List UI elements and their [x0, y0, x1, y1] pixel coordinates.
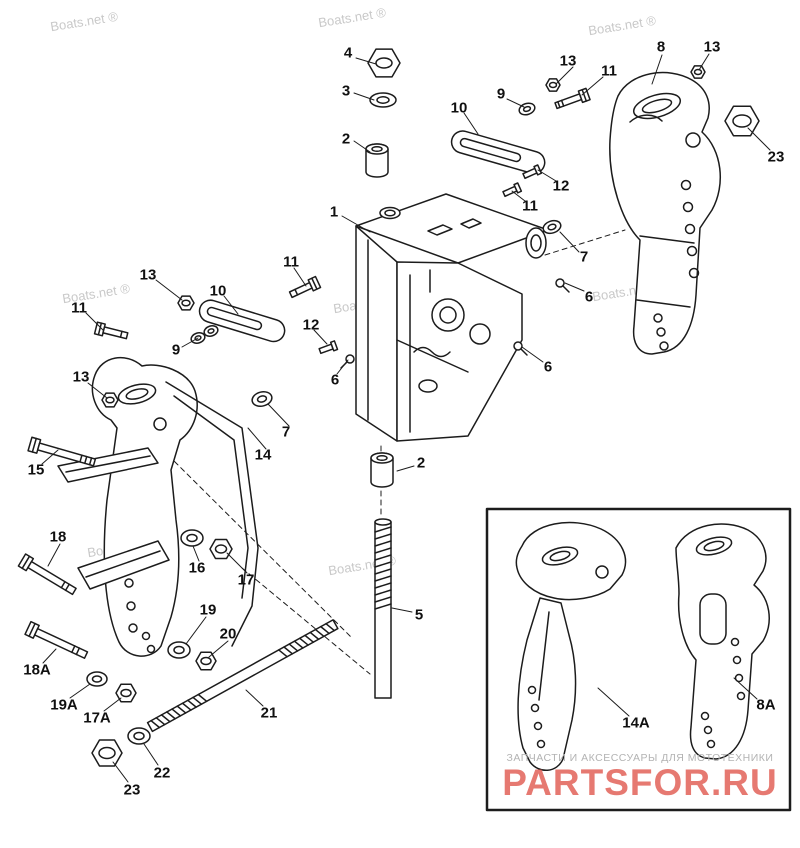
- part-callout-8A: 8A: [756, 696, 776, 714]
- left-transom-bracket: [57, 356, 259, 657]
- central-bracket: [355, 193, 549, 442]
- right-transom-bracket: [609, 71, 722, 355]
- part-callout-17A: 17A: [83, 709, 111, 727]
- bolt-18: [17, 553, 77, 596]
- partsfor-logo: PARTSFOR.RU: [502, 762, 778, 803]
- part-callout-5: 5: [414, 606, 424, 624]
- part-callout-8: 8: [656, 38, 666, 56]
- part-callout-11: 11: [601, 62, 617, 80]
- part-callout-13: 13: [703, 38, 721, 56]
- part-callout-14A: 14A: [622, 714, 650, 732]
- part-callout-13: 13: [139, 266, 157, 284]
- screw-12: [318, 340, 339, 355]
- washer-19A: [86, 671, 108, 687]
- threaded-rod-5: [374, 518, 392, 699]
- bolt-11: [288, 275, 322, 299]
- part-callout-3: 3: [341, 82, 351, 100]
- part-callout-14: 14: [254, 446, 272, 464]
- part-callout-23: 23: [123, 781, 141, 799]
- link-plate-10: [198, 299, 286, 343]
- part-callout-22: 22: [153, 764, 171, 782]
- bolt-15: [27, 436, 97, 467]
- part-callout-12: 12: [552, 177, 570, 195]
- bottom-hardware: [17, 436, 394, 767]
- part-callout-10: 10: [450, 99, 468, 117]
- threaded-stud-21: [146, 619, 339, 733]
- bolt-11: [93, 321, 129, 340]
- bolt-11: [554, 87, 591, 110]
- screw-11: [502, 182, 523, 198]
- part-callout-17: 17: [237, 571, 255, 589]
- washer-9: [518, 102, 536, 116]
- fitting-6: [555, 278, 565, 288]
- washer-9: [203, 325, 219, 337]
- part-callout-2: 2: [416, 454, 426, 472]
- washer-3: [369, 92, 397, 108]
- washer-22: [127, 727, 151, 745]
- inset-right-bracket-8A: [675, 523, 770, 760]
- leader-lines: [41, 53, 771, 783]
- washer-7: [542, 219, 562, 235]
- inset-detail: [485, 507, 792, 812]
- part-callout-18A: 18A: [23, 661, 51, 679]
- part-callout-6: 6: [543, 358, 553, 376]
- part-callout-7: 7: [281, 423, 291, 441]
- washer-16: [180, 529, 204, 547]
- part-callout-9: 9: [171, 341, 181, 359]
- part-callout-11: 11: [283, 253, 299, 271]
- part-callout-19A: 19A: [50, 696, 78, 714]
- hex-nut-13: [545, 78, 561, 92]
- part-callout-16: 16: [188, 559, 206, 577]
- hex-nut-20: [195, 651, 217, 671]
- part-callout-7: 7: [579, 248, 589, 266]
- part-callout-19: 19: [199, 601, 217, 619]
- fitting-6: [513, 341, 523, 351]
- part-callout-12: 12: [302, 316, 320, 334]
- part-callout-4: 4: [343, 44, 353, 62]
- fitting-6: [345, 354, 355, 364]
- hex-nut-13: [690, 65, 706, 79]
- part-callout-13: 13: [559, 52, 577, 70]
- part-callout-11: 11: [522, 197, 538, 215]
- hex-nut-4: [367, 48, 401, 78]
- part-callout-2: 2: [341, 130, 351, 148]
- part-callout-11: 11: [71, 299, 87, 317]
- part-callout-6: 6: [584, 288, 594, 306]
- part-callout-9: 9: [496, 85, 506, 103]
- upper-right-hardware: [450, 65, 760, 356]
- inset-caption: ЗАПЧАСТИ И АКСЕССУАРЫ ДЛЯ МОТОТЕХНИКИ: [506, 752, 774, 764]
- hex-nut-17: [209, 538, 233, 560]
- part-callout-10: 10: [209, 282, 227, 300]
- hex-nut-17A: [115, 683, 137, 703]
- part-callout-23: 23: [767, 148, 785, 166]
- bolt-18A: [24, 620, 89, 659]
- part-callout-6: 6: [330, 371, 340, 389]
- washer-7: [251, 391, 273, 407]
- link-plate-10: [450, 130, 546, 175]
- top-hardware-stack: [365, 48, 401, 178]
- hex-nut-23: [724, 105, 760, 137]
- part-callout-13: 13: [72, 368, 90, 386]
- part-callout-1: 1: [329, 203, 339, 221]
- hex-nut-13: [101, 392, 119, 408]
- part-callout-20: 20: [219, 625, 237, 643]
- left-center-hardware: [93, 275, 355, 408]
- part-callout-18: 18: [49, 528, 67, 546]
- hex-nut-23: [91, 739, 123, 767]
- part-callout-21: 21: [260, 704, 278, 722]
- inset-left-bracket-14A: [515, 521, 627, 771]
- washer-19: [167, 641, 191, 659]
- part-callout-15: 15: [27, 461, 45, 479]
